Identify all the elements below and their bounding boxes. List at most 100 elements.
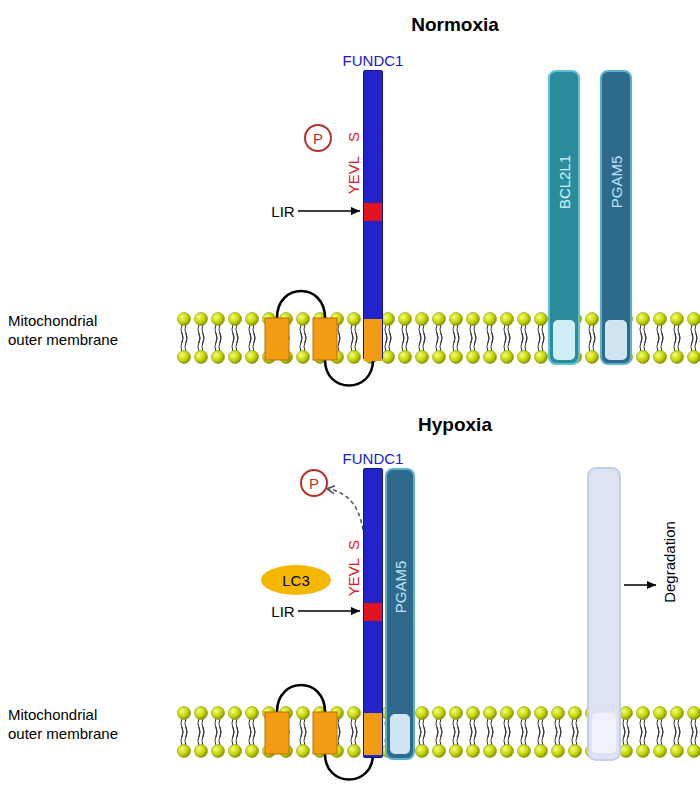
- lipid-head: [688, 745, 700, 758]
- residue-label: S: [345, 540, 362, 550]
- lipid-head: [433, 707, 446, 720]
- lipid-head: [178, 351, 191, 364]
- lipid-head: [450, 313, 463, 326]
- panel-title: Hypoxia: [418, 414, 492, 436]
- lipid-head: [569, 707, 582, 720]
- lipid-head: [620, 707, 633, 720]
- lipid-head: [467, 351, 480, 364]
- lipid-tail: [453, 333, 459, 352]
- lipid-head: [348, 313, 361, 326]
- lipid-tail: [215, 727, 221, 746]
- lipid-head: [518, 707, 531, 720]
- lipid-head: [212, 351, 225, 364]
- pointer-arrow: [298, 610, 360, 612]
- fundc1-protein: FUNDC1: [363, 70, 383, 360]
- lipid-head: [348, 351, 361, 364]
- lipid-tail: [470, 333, 476, 352]
- lipid-head: [246, 351, 259, 364]
- lipid-tail: [691, 727, 697, 746]
- lipid-head: [178, 313, 191, 326]
- pointer-arrow: [624, 584, 656, 586]
- lipid-head: [212, 745, 225, 758]
- membrane-label: Mitochondrial outer membrane: [8, 312, 133, 350]
- lipid-head: [671, 313, 684, 326]
- lipid-head: [688, 313, 700, 326]
- lipid-tail: [487, 333, 493, 352]
- membrane-label: Mitochondrial outer membrane: [8, 706, 133, 744]
- protein-label: FUNDC1: [343, 52, 404, 69]
- lipid-head: [450, 707, 463, 720]
- lipid-head: [297, 707, 310, 720]
- transmembrane-loops: [265, 685, 373, 780]
- lipid-head: [246, 745, 259, 758]
- lipid-head: [552, 745, 565, 758]
- lipid-head: [450, 351, 463, 364]
- lipid-head: [484, 745, 497, 758]
- lipid-head: [195, 313, 208, 326]
- lipid-head: [229, 313, 242, 326]
- membrane-segment: [364, 603, 382, 621]
- lipid-tail: [657, 727, 663, 746]
- lipid-head: [467, 745, 480, 758]
- lipid-tail: [419, 727, 425, 746]
- lipid-head: [654, 707, 667, 720]
- lipid-tail: [215, 333, 221, 352]
- lipid-head: [433, 745, 446, 758]
- protein-label: FUNDC1: [343, 450, 404, 467]
- lipid-head: [229, 707, 242, 720]
- lipid-tail: [402, 333, 408, 352]
- lipid-head: [501, 351, 514, 364]
- lipid-head: [484, 351, 497, 364]
- lipid-tail: [640, 727, 646, 746]
- lipid-head: [654, 351, 667, 364]
- lipid-tail: [198, 333, 204, 352]
- membrane-segment: [364, 713, 382, 755]
- degraded-protein: [588, 468, 620, 760]
- lipid-tail: [232, 727, 238, 746]
- lipid-tail: [589, 333, 595, 352]
- lipid-head: [297, 351, 310, 364]
- lipid-head: [416, 351, 429, 364]
- lipid-head: [416, 707, 429, 720]
- lipid-head: [535, 351, 548, 364]
- lipid-bilayer: [178, 313, 700, 758]
- lipid-head: [212, 707, 225, 720]
- lipid-head: [654, 313, 667, 326]
- lipid-head: [433, 351, 446, 364]
- lipid-head: [518, 351, 531, 364]
- lipid-head: [535, 313, 548, 326]
- lipid-tail: [351, 333, 357, 352]
- lipid-head: [416, 313, 429, 326]
- protein-label: PGAM5: [392, 561, 409, 614]
- lipid-head: [229, 745, 242, 758]
- lipid-head: [484, 313, 497, 326]
- lipid-tail: [674, 333, 680, 352]
- lipid-tail: [351, 727, 357, 746]
- dashed-arrow: [327, 489, 363, 530]
- protein-label: LC3: [282, 572, 310, 589]
- lipid-head: [212, 313, 225, 326]
- protein-label: P: [309, 475, 319, 492]
- membrane-segment: [364, 319, 382, 361]
- lipid-tail: [572, 727, 578, 746]
- membrane-segment: [364, 203, 382, 221]
- lipid-tail: [691, 333, 697, 352]
- lipid-head: [467, 313, 480, 326]
- lipid-tail: [419, 333, 425, 352]
- lipid-tail: [487, 727, 493, 746]
- lipid-head: [195, 745, 208, 758]
- lipid-head: [450, 745, 463, 758]
- lipid-tail: [504, 333, 510, 352]
- lipid-head: [178, 745, 191, 758]
- lipid-head: [229, 351, 242, 364]
- lipid-head: [569, 745, 582, 758]
- protein-label: P: [313, 130, 323, 147]
- lipid-head: [637, 707, 650, 720]
- lipid-tail: [198, 727, 204, 746]
- lipid-head: [552, 707, 565, 720]
- pgam5-protein: PGAM5: [600, 70, 632, 365]
- lipid-head: [501, 313, 514, 326]
- lipid-head: [620, 745, 633, 758]
